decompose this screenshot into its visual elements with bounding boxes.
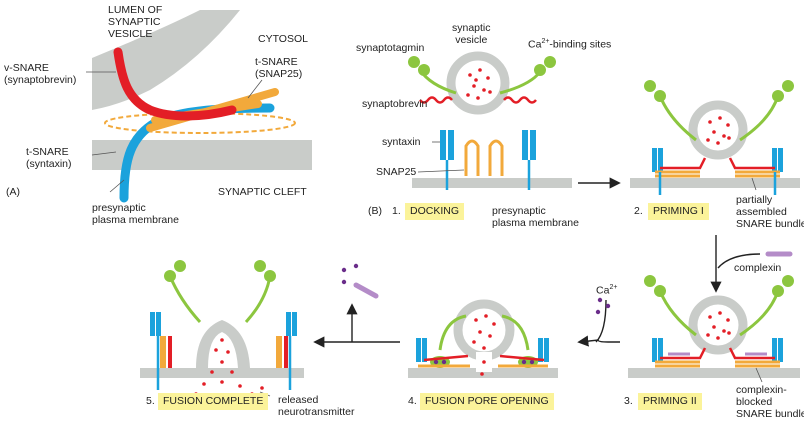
stage-2-artwork [630,80,800,195]
panel-a-artwork [86,10,312,203]
stage-1-label: DOCKING [405,203,465,220]
label-ca-ion: Ca2+ [596,284,618,297]
synaptic-vesicle-1 [446,51,510,115]
stage-4-label: FUSION PORE OPENING [420,393,554,410]
label-ca-binding-sites: Ca2+-binding sites [528,38,612,51]
stage-1-artwork [408,51,572,190]
label-released-neurotransmitter: released neurotransmitter [278,394,355,418]
stage-5-number: 5. [146,395,155,407]
label-panel-b: (B) [368,205,382,217]
label-synaptobrevin: synaptobrevin [362,98,428,110]
arrow-priming2-to-fusion-pore [577,335,620,347]
label-snap25: SNAP25 [376,166,417,178]
label-plasma-membrane-b: presynaptic plasma membrane [492,205,579,229]
stage-2-label: PRIMING I [648,203,709,220]
stage-5-artwork [140,260,304,400]
label-synaptic-vesicle: synaptic vesicle [452,22,491,46]
stage-4-artwork [408,299,558,378]
label-syntaxin: syntaxin [382,136,421,148]
stage-4-number: 4. [408,395,417,407]
label-vsnare: v-SNARE (synaptobrevin) [4,62,77,86]
stage-3-label: PRIMING II [638,393,702,410]
plasma-membrane-1 [412,178,572,188]
label-tsnare-snap25: t-SNARE (SNAP25) [255,56,303,80]
label-synaptotagmin: synaptotagmin [356,42,425,54]
stage-1-number: 1. [392,205,401,217]
stage-3-artwork [628,275,800,383]
label-blocked-bundle: complexin- blocked SNARE bundle [736,384,804,420]
stage-2-number: 2. [634,205,643,217]
synaptobrevin-helix-a [113,47,237,121]
label-plasma-membrane-a: presynaptic plasma membrane [92,202,179,226]
label-panel-a: (A) [6,186,20,198]
stage-3-number: 3. [624,395,633,407]
label-complexin: complexin [734,262,782,274]
label-lumen: LUMEN OF SYNAPTIC VESICLE [108,4,163,40]
label-synaptic-cleft: SYNAPTIC CLEFT [218,186,307,198]
released-calcium-and-complexin [341,263,379,299]
stage-5-label: FUSION COMPLETE [158,393,269,410]
label-partial-bundle: partially assembled SNARE bundle [736,194,804,230]
label-cytosol: CYTOSOL [258,33,308,45]
label-tsnare-syntaxin: t-SNARE (syntaxin) [26,146,72,170]
calcium-ions [595,297,611,315]
